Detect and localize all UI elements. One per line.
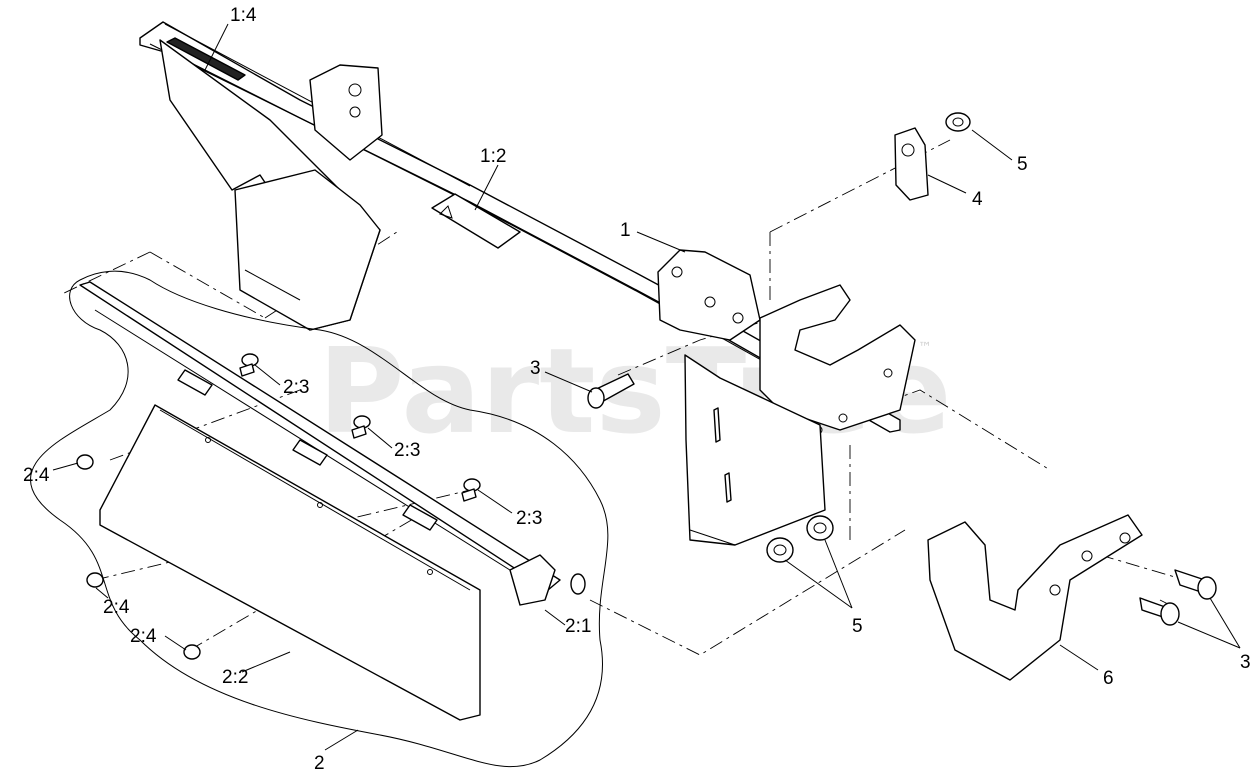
callout-2-4-b: 2:4 — [103, 597, 130, 618]
callout-labels: 1:4 1:2 1 5 4 3 2:3 2:3 2:3 2:4 2:4 2:4 … — [23, 5, 1251, 774]
nuts-part-2-4 — [76, 454, 201, 660]
callout-1-2: 1:2 — [480, 146, 506, 167]
assembly-2-outline — [30, 270, 609, 768]
callout-3-right: 3 — [1240, 652, 1251, 673]
callout-1: 1 — [620, 220, 631, 241]
callout-2-3-a: 2:3 — [283, 377, 309, 398]
frame-assembly — [139, 21, 916, 546]
bolt-part-3-mid — [587, 373, 635, 409]
nuts-part-5-bottom — [766, 515, 834, 563]
callout-3-mid: 3 — [530, 358, 541, 379]
callout-1-4: 1:4 — [230, 5, 257, 26]
bolts-part-3-right — [1139, 569, 1217, 626]
callout-2-2: 2:2 — [222, 667, 248, 688]
bracket-part-6 — [927, 514, 1143, 681]
link-part-4 — [894, 127, 929, 201]
callout-4: 4 — [972, 189, 983, 210]
callout-5-bottom: 5 — [852, 616, 863, 637]
callout-2-1: 2:1 — [565, 616, 591, 637]
pins-part-2-3 — [239, 353, 481, 502]
watermark-trademark: ™ — [918, 340, 932, 356]
callout-2-4-a: 2:4 — [23, 465, 50, 486]
callout-6: 6 — [1103, 668, 1114, 689]
callout-5-top: 5 — [1017, 154, 1028, 175]
washer-part-5-top — [945, 112, 971, 132]
callout-2-3-c: 2:3 — [516, 508, 542, 529]
callout-2: 2 — [314, 753, 325, 774]
rod-part-2-1 — [79, 281, 586, 606]
callout-2-4-c: 2:4 — [130, 626, 157, 647]
panel-part-2-2 — [99, 369, 481, 721]
callout-2-3-b: 2:3 — [394, 440, 420, 461]
leader-lines — [52, 23, 1241, 751]
